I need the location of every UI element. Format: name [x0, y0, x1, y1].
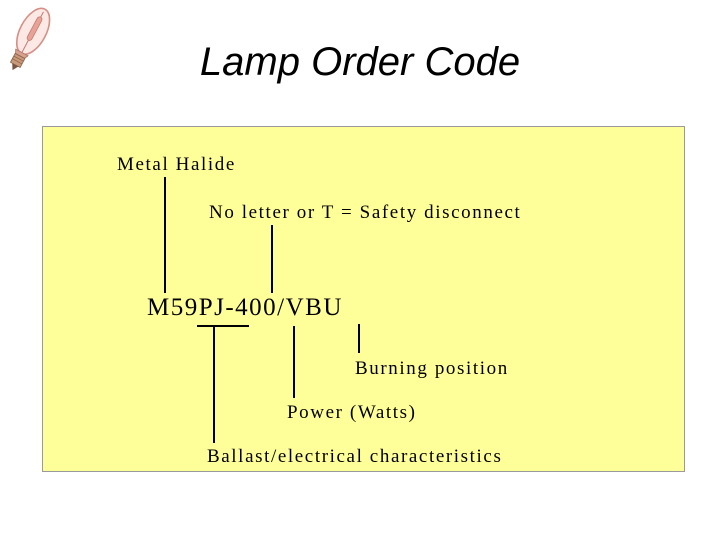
- order-code: M59PJ-400/VBU: [147, 294, 343, 321]
- burning-position-label: Burning position: [355, 358, 509, 379]
- ballast-bracket-line: [197, 325, 249, 327]
- safety-disconnect-leader-line: [271, 225, 273, 293]
- safety-disconnect-label: No letter or T = Safety disconnect: [209, 202, 522, 223]
- power-watts-leader-line: [293, 326, 295, 398]
- metal-halide-label: Metal Halide: [117, 154, 236, 175]
- power-watts-label: Power (Watts): [287, 402, 417, 423]
- ballast-leader-line: [213, 325, 215, 443]
- metal-halide-leader-line: [164, 177, 166, 293]
- burning-position-leader-line: [358, 324, 360, 353]
- ballast-label: Ballast/electrical characteristics: [207, 446, 503, 467]
- slide-title: Lamp Order Code: [199, 40, 521, 84]
- lamp-code-diagram: Metal Halide No letter or T = Safety dis…: [42, 126, 685, 472]
- lamp-bulb-icon: [9, 7, 51, 71]
